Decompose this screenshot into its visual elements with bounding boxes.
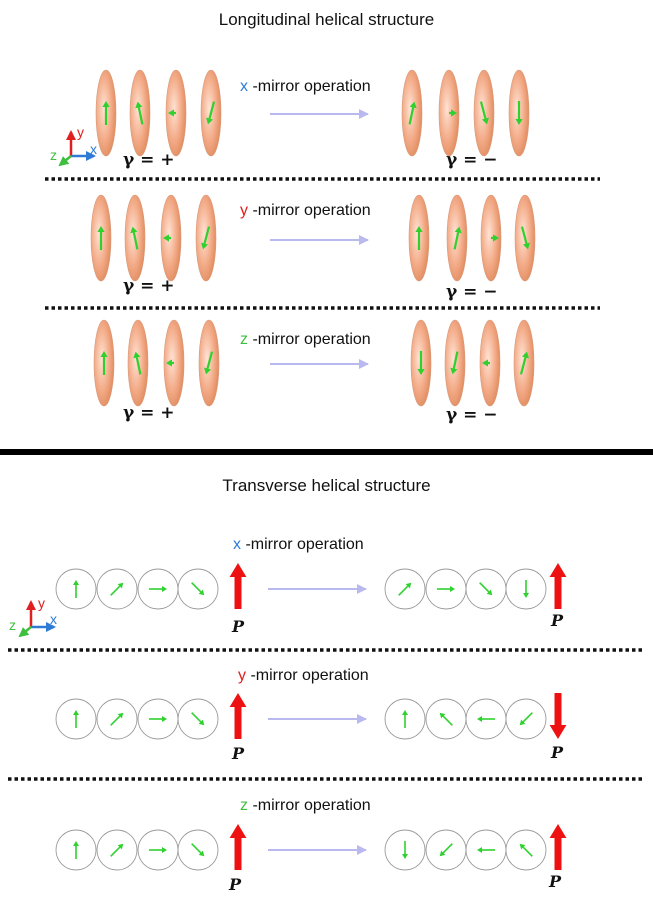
gamma-minus-label: γ = − [446,282,498,302]
polarization-label: P [229,875,242,894]
spin-arrow [204,351,214,375]
axis-label-x: x [50,611,57,627]
spin-arrow [135,101,144,125]
spin-arrow [149,847,167,853]
spin-arrow [482,359,490,367]
spin-arrow [408,101,417,125]
x-axis-letter: x [233,536,241,553]
axis-label-x: x [90,141,97,157]
polarization-label: P [551,611,564,630]
mirror-operation-text: -mirror operation [241,536,364,553]
spin-arrow [415,226,423,250]
spin-arrow [519,843,533,857]
spin-arrow [453,226,462,250]
spin-arrow [73,841,79,859]
spin-arrow [133,351,142,375]
gamma-minus-label: γ = − [446,405,498,425]
z-mirror-operation-label: z -mirror operation [240,331,371,349]
spin-arrow [191,843,205,857]
spin-arrow [110,582,124,596]
spin-arrow [201,226,211,250]
spin-arrow [449,109,457,117]
axis-label-y: y [38,595,45,611]
spin-arrow [191,582,205,596]
spin-arrow [110,843,124,857]
transverse-title: Transverse helical structure [222,476,431,495]
spin-arrow [439,712,453,726]
mirror-operation-text: -mirror operation [248,202,371,219]
axis-label-y: y [77,124,84,140]
longitudinal-title: Longitudinal helical structure [218,10,435,29]
polarization-arrow [229,693,247,739]
spin-arrow [130,226,139,250]
polarization-arrow [549,693,567,739]
spin-arrow [168,109,176,117]
spin-arrow [398,582,412,596]
polarization-label: P [549,872,562,891]
spin-arrow [515,101,523,125]
y-mirror-operation-label: y -mirror operation [238,667,369,685]
polarization-arrow [229,824,247,870]
spin-arrow [149,716,167,722]
spin-arrow [97,226,105,250]
mirror-operation-text: -mirror operation [248,78,371,95]
y-mirror-operation-label: y -mirror operation [240,202,371,220]
z-mirror-operation-label: z -mirror operation [240,797,371,815]
spin-arrow [73,580,79,598]
spin-arrow [523,580,529,598]
gamma-plus-label: γ = + [123,403,175,423]
axis-label-z: z [9,617,16,633]
spin-arrow [191,712,205,726]
polarization-arrow [549,824,567,870]
spin-arrow [439,843,453,857]
spin-arrow [402,841,408,859]
spin-arrow [402,710,408,728]
spin-arrow [520,226,530,250]
coordinate-axes-icon [18,600,56,638]
spin-arrow [477,847,495,853]
polarization-arrow [229,563,247,609]
spin-arrow [149,586,167,592]
polarization-arrow [549,563,567,609]
spin-arrow [477,716,495,722]
spin-arrow [450,351,459,375]
x-mirror-operation-label: x -mirror operation [233,536,364,554]
axis-label-z: z [50,147,57,163]
z-axis-letter: z [240,331,248,348]
mirror-operation-text: -mirror operation [248,331,371,348]
spin-arrow [102,101,110,125]
spin-arrow [519,351,529,375]
spin-arrow [163,234,171,242]
mirror-operation-text: -mirror operation [246,667,369,684]
x-axis-letter: x [240,78,248,95]
spin-arrow [110,712,124,726]
gamma-plus-label: γ = + [123,150,175,170]
spin-arrow [491,234,499,242]
x-mirror-operation-label: x -mirror operation [240,78,371,96]
mirror-operation-text: -mirror operation [248,797,371,814]
spin-arrow [437,586,455,592]
y-axis-letter: y [240,202,248,219]
polarization-label: P [551,743,564,762]
polarization-label: P [232,617,245,636]
spin-arrow [479,582,493,596]
polarization-label: P [232,744,245,763]
spin-arrow [166,359,174,367]
spin-arrow [100,351,108,375]
spin-arrow [417,351,425,375]
spin-arrow [519,712,533,726]
spin-arrow [73,710,79,728]
spin-arrow [479,101,489,125]
coordinate-axes-icon [58,130,96,167]
spin-arrow [206,101,216,125]
y-axis-letter: y [238,667,246,684]
z-axis-letter: z [240,797,248,814]
